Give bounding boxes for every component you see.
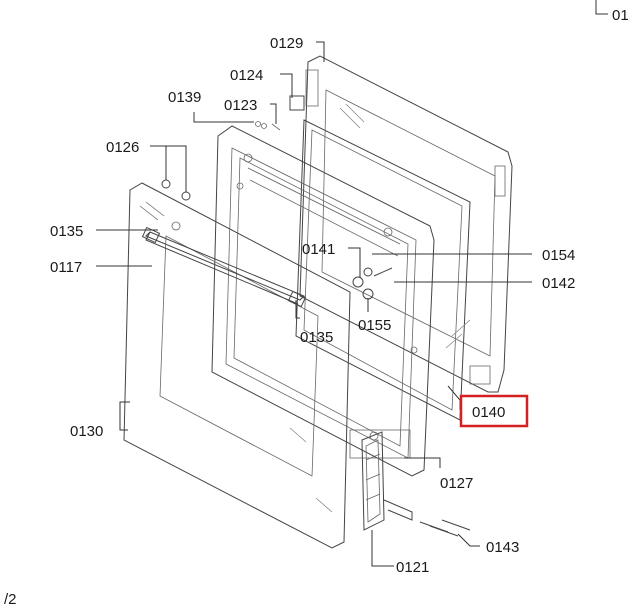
inner-frame-0127 — [211, 125, 435, 477]
hinge-0121 — [361, 431, 413, 531]
label-0123: 0123 — [224, 97, 257, 114]
back-panel-0129 — [299, 55, 513, 393]
label-corner-top: 01 — [612, 7, 629, 24]
small-parts — [161, 95, 471, 537]
label-0124: 0124 — [230, 67, 263, 84]
label-0121: 0121 — [396, 559, 429, 576]
handle-0117 — [141, 226, 307, 308]
part-labels: 0129 0124 0139 0123 0126 0135 0117 0141 … — [4, 7, 629, 608]
highlight-box — [459, 394, 529, 428]
label-0117: 0117 — [50, 259, 82, 276]
highlighted-part-0140[interactable]: 0140 — [459, 394, 529, 428]
leader-lines — [96, 0, 608, 567]
outer-door-0130 — [123, 182, 351, 549]
label-0126: 0126 — [106, 139, 139, 156]
label-0130: 0130 — [70, 423, 103, 440]
label-0135-top: 0135 — [50, 223, 83, 240]
hinge-slot-top — [305, 69, 319, 107]
label-0154: 0154 — [542, 247, 575, 264]
label-0143: 0143 — [486, 539, 519, 556]
label-0127: 0127 — [440, 475, 473, 492]
label-0139: 0139 — [168, 89, 201, 106]
label-0155: 0155 — [358, 317, 391, 334]
label-0135-bottom: 0135 — [300, 329, 333, 346]
label-0129: 0129 — [270, 35, 303, 52]
page-mark: /2 — [4, 591, 17, 608]
label-0140: 0140 — [472, 404, 505, 421]
bracket-0124 — [289, 95, 305, 111]
label-0141: 0141 — [302, 241, 335, 258]
label-0142: 0142 — [542, 275, 575, 292]
